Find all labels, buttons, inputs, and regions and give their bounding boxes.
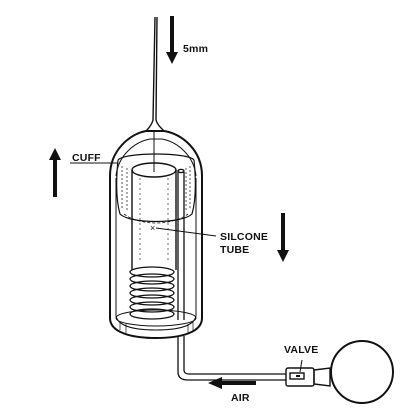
valve-leader xyxy=(299,359,303,373)
arrow-up-left xyxy=(49,148,61,197)
cuff-label: CUFF xyxy=(72,152,101,164)
leader-lines xyxy=(70,162,303,373)
coil-spring xyxy=(129,266,175,320)
valve-body xyxy=(285,367,331,387)
air-duct xyxy=(177,168,185,320)
glass-vessel xyxy=(109,130,203,340)
air-label: AIR xyxy=(231,392,250,404)
base-chamber xyxy=(119,322,194,333)
tube-label-line1: SILCONE xyxy=(220,231,268,243)
arrow-down-right xyxy=(277,213,289,262)
tube-label-line2: TUBE xyxy=(220,244,249,256)
pump-bulb xyxy=(330,340,394,404)
inner-cylinder xyxy=(131,131,177,270)
arrow-down-top xyxy=(166,16,178,64)
displacement-label: 5mm xyxy=(183,43,208,55)
top-wire xyxy=(145,16,165,132)
air-line xyxy=(177,336,286,381)
cuff-band xyxy=(116,153,196,224)
tube-leader xyxy=(155,227,217,237)
valve-label: VALVE xyxy=(284,344,318,356)
arrow-left-air xyxy=(208,377,256,389)
tube-leader-mark: × xyxy=(150,223,155,233)
